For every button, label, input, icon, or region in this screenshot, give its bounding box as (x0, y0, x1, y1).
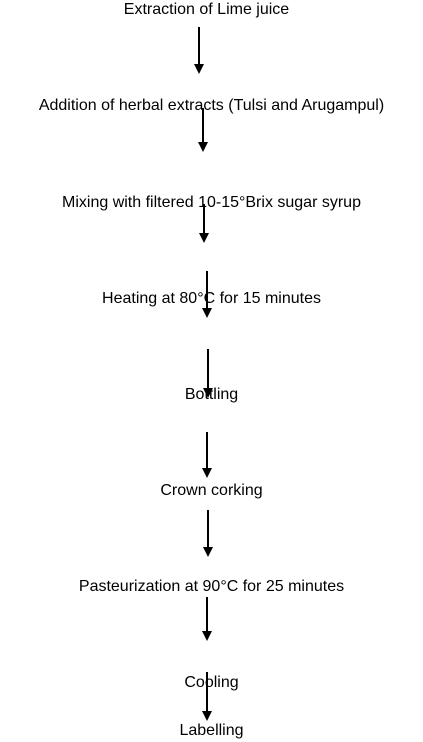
step-crown-corking: Crown corking (160, 482, 263, 499)
step-mixing-syrup: Mixing with filtered 10-15°Brix sugar sy… (62, 194, 361, 211)
step-herbal-extracts: Addition of herbal extracts (Tulsi and A… (38, 97, 385, 114)
step-labelling: Labelling (179, 722, 244, 739)
step-extraction: Extraction of Lime juice (123, 1, 290, 18)
step-pasteurization: Pasteurization at 90°C for 25 minutes (78, 578, 345, 595)
step-heating: Heating at 80°C for 15 minutes (102, 290, 321, 307)
step-cooling: Cooling (184, 674, 239, 691)
